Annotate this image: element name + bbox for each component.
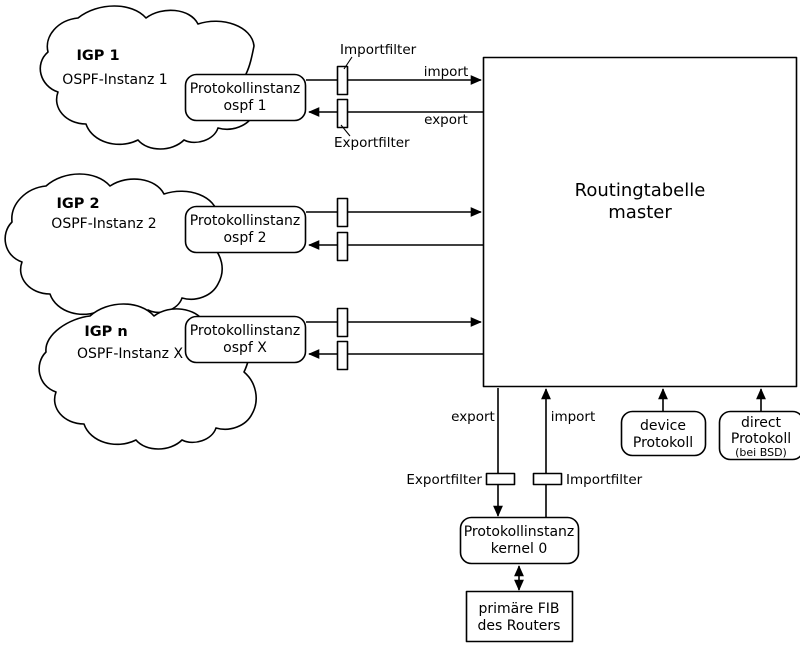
import-flow-label-kernel: import: [551, 409, 596, 425]
export-filter-label-kernel: Exportfilter: [406, 472, 482, 488]
protocol-instance-ospf-1-box: [184, 73, 307, 122]
protocol-instance-ospf-2-line2: ospf 2: [223, 230, 266, 246]
device-protocol-line1: device: [640, 418, 686, 434]
direct-protocol-line3: (bei BSD): [735, 446, 787, 459]
direct-protocol-box: [718, 410, 800, 461]
protocol-instance-ospf-1-line2: ospf 1: [223, 98, 266, 114]
import-filter-ospf-2: [336, 197, 349, 228]
device-protocol-box: [620, 410, 707, 457]
export-filter-ospf-x: [336, 340, 349, 371]
protocol-instance-ospf-2-box: [184, 205, 307, 254]
device-protocol-line2: Protokoll: [633, 435, 693, 451]
import-filter-kernel: [532, 472, 563, 486]
cloud-igp-2-title: IGP 2: [56, 196, 99, 212]
export-filter-ospf-1: [336, 98, 349, 129]
protocol-instance-kernel-0-line1: Protokollinstanz: [464, 524, 575, 540]
import-filter-leader-ospf-1: [343, 56, 353, 70]
protocol-instance-kernel-0-line2: kernel 0: [491, 541, 547, 557]
import-flow-label-ospf-1: import: [424, 64, 469, 80]
routing-table-line1: Routingtabelle: [575, 180, 706, 201]
protocol-instance-ospf-1-line1: Protokollinstanz: [190, 81, 301, 97]
row-ospf-1: Protokollinstanz ospf 1 Importfilter Exp…: [184, 42, 483, 151]
direct-protocol: direct Protokoll (bei BSD): [718, 388, 800, 461]
import-filter-label-ospf-1: Importfilter: [340, 42, 417, 58]
cloud-igp-2: IGP 2 OSPF-Instanz 2: [4, 173, 223, 320]
device-protocol: device Protokoll: [620, 388, 707, 457]
export-filter-leader-ospf-1: [340, 124, 351, 137]
row-ospf-x: Protokollinstanz ospf X: [184, 307, 483, 371]
import-filter-ospf-x: [336, 307, 349, 338]
export-filter-label-ospf-1: Exportfilter: [334, 135, 410, 151]
protocol-instance-ospf-2-line1: Protokollinstanz: [190, 213, 301, 229]
cloud-igp-n-subtitle: OSPF-Instanz X: [77, 346, 183, 362]
cloud-igp-n-title: IGP n: [84, 324, 127, 340]
import-filter-ospf-1: [336, 65, 349, 96]
export-filter-ospf-2: [336, 231, 349, 262]
cloud-igp-1-title: IGP 1: [76, 48, 119, 64]
cloud-igp-2-subtitle: OSPF-Instanz 2: [51, 216, 156, 232]
protocol-instance-ospf-x-line2: ospf X: [223, 340, 267, 356]
primary-fib-box: [465, 590, 574, 643]
routing-table-master: Routingtabelle master: [482, 56, 798, 388]
cloud-igp-1-subtitle: OSPF-Instanz 1: [62, 72, 167, 88]
protocol-instance-ospf-x-line1: Protokollinstanz: [190, 323, 301, 339]
import-filter-label-kernel: Importfilter: [566, 472, 643, 488]
export-flow-label-ospf-1: export: [424, 112, 468, 128]
routing-table-line2: master: [608, 202, 672, 223]
export-flow-label-kernel: export: [451, 409, 495, 425]
kernel-branch: export import Exportfilter Importfilter …: [406, 388, 643, 643]
direct-protocol-line2: Protokoll: [731, 431, 791, 447]
primary-fib-line1: primäre FIB: [478, 601, 559, 617]
primary-fib-line2: des Routers: [478, 618, 561, 634]
export-filter-kernel: [485, 472, 516, 486]
row-ospf-2: Protokollinstanz ospf 2: [184, 197, 483, 262]
direct-protocol-line1: direct: [741, 415, 782, 431]
protocol-instance-ospf-x-box: [184, 315, 307, 364]
protocol-instance-kernel-0-box: [459, 516, 580, 565]
